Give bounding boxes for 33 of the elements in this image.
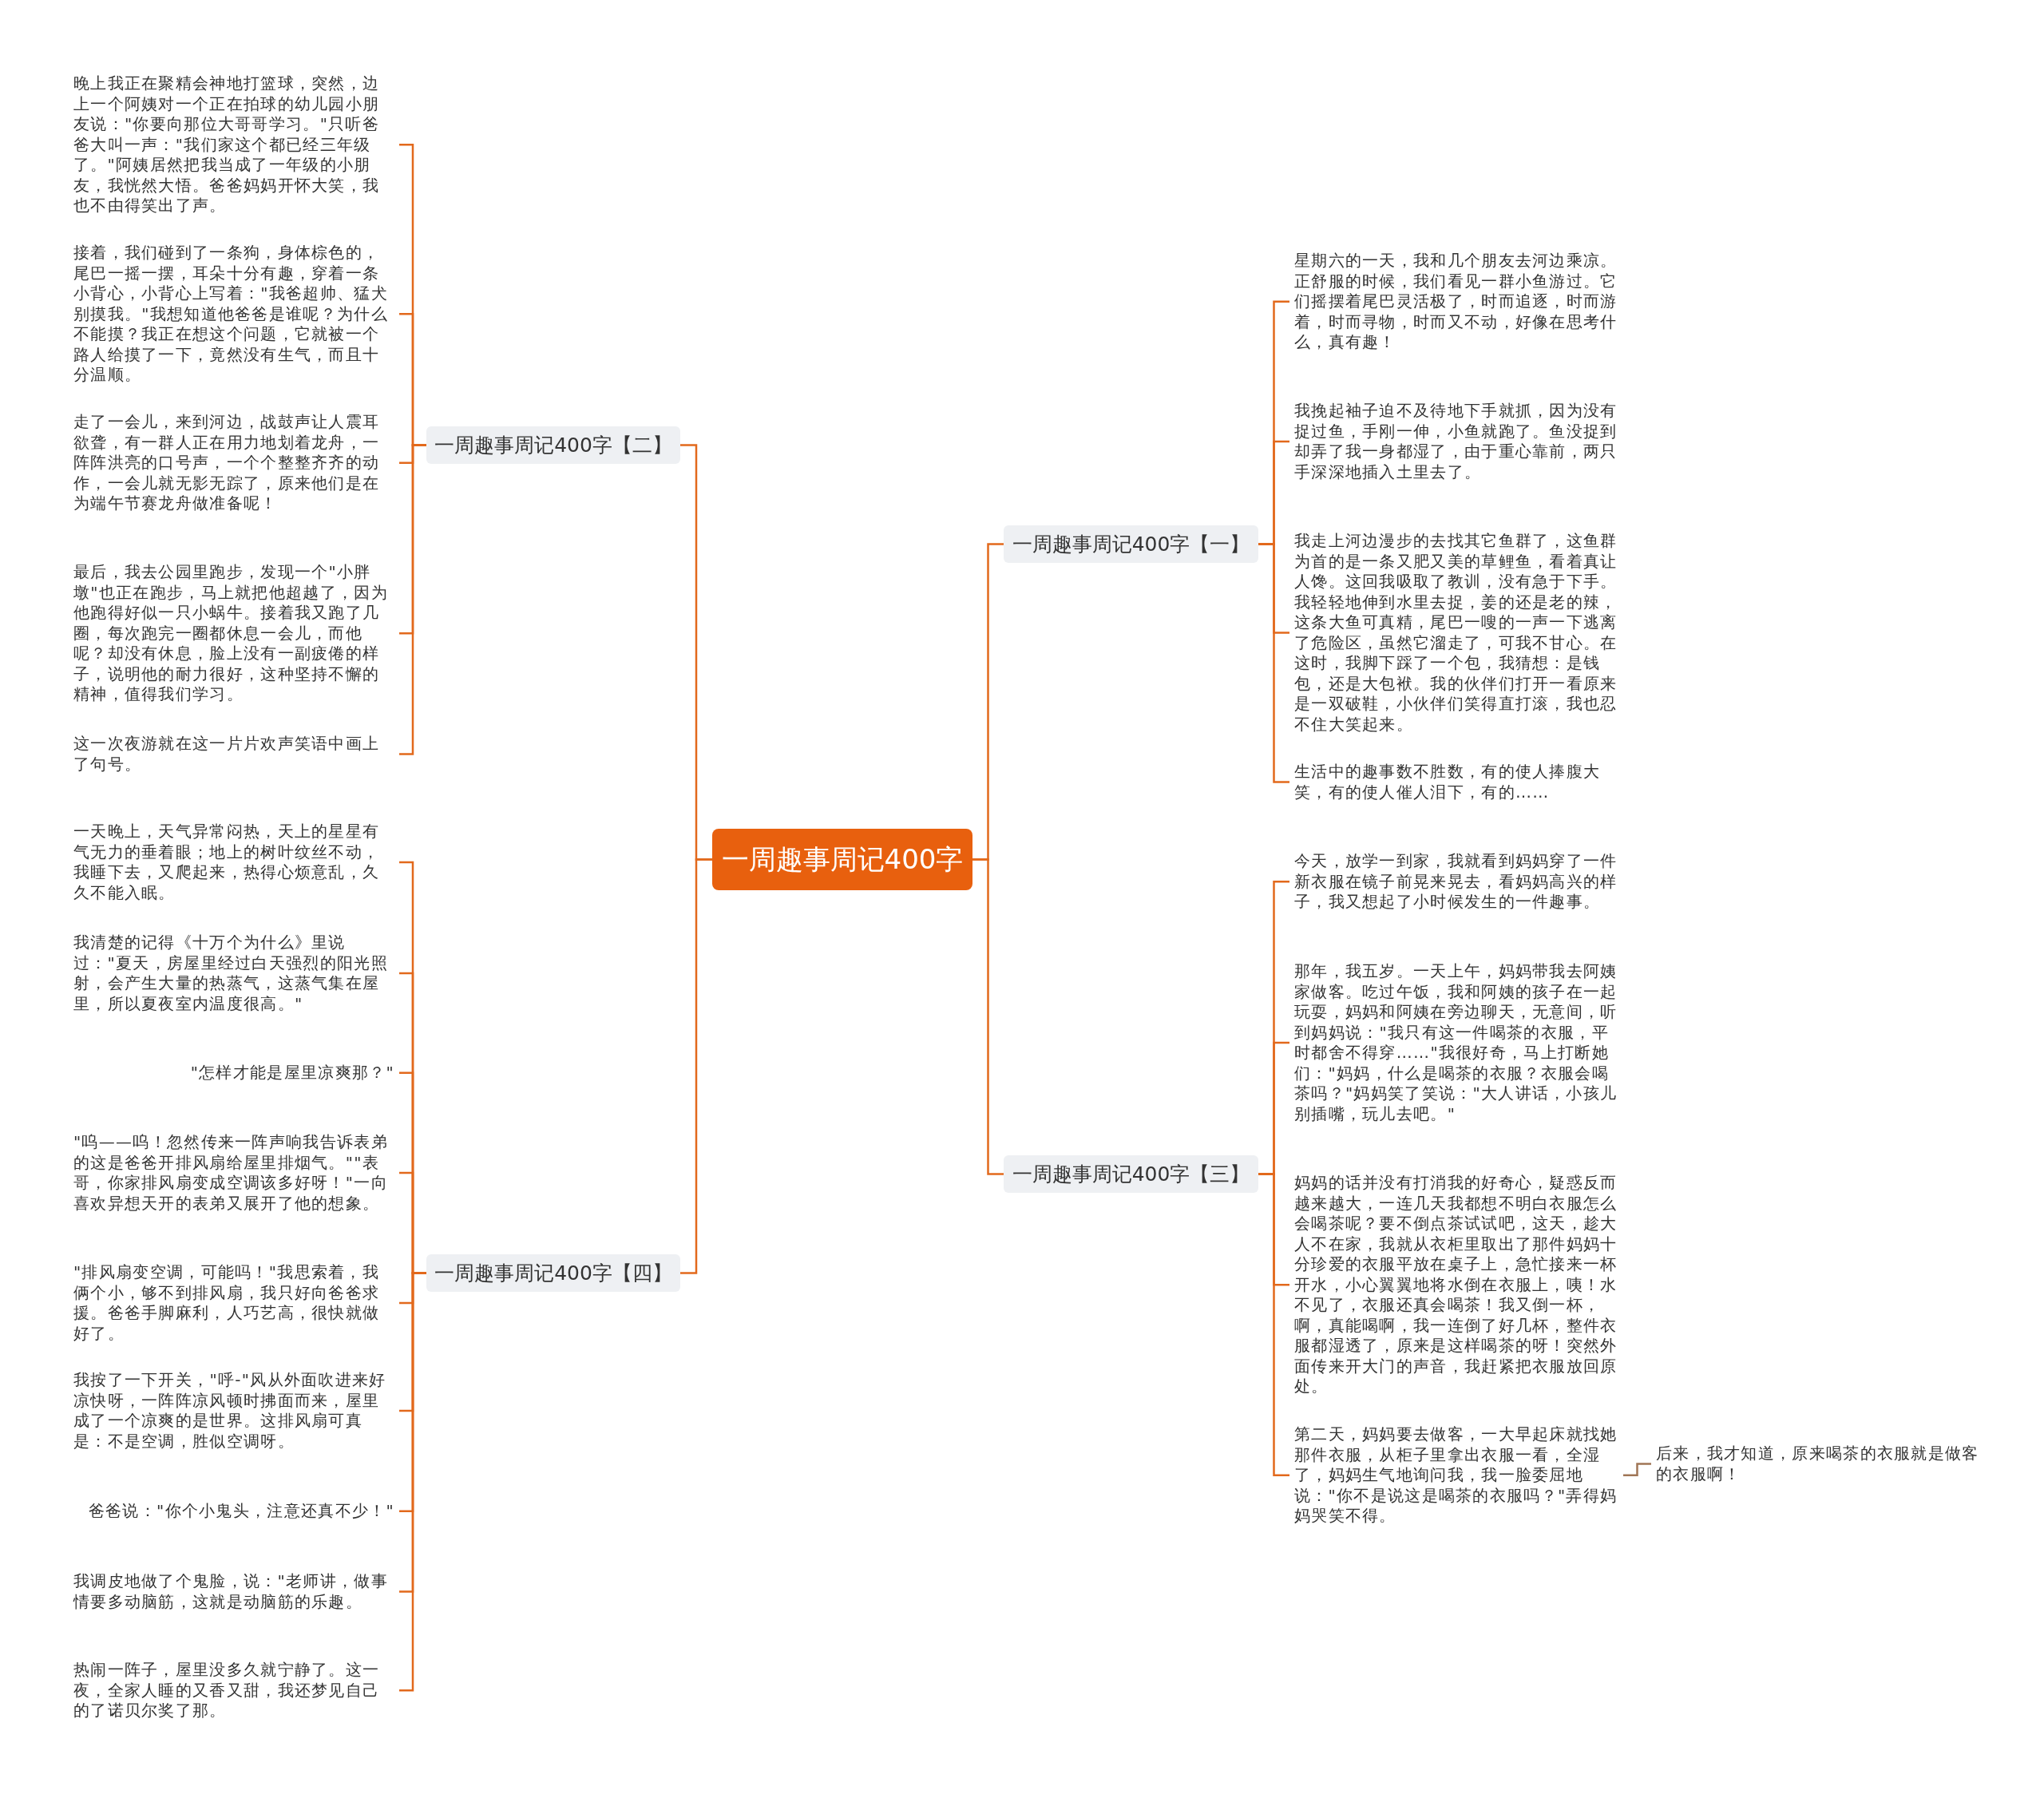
topic-box: 一周趣事周记400字【二】: [426, 426, 680, 464]
note-text: 后来，我才知道，原来喝茶的衣服就是做客的衣服啊！: [1651, 1444, 1987, 1484]
connector-line: [1258, 1173, 1289, 1476]
topic-box: 一周趣事周记400字【四】: [426, 1254, 680, 1292]
note-text: 妈妈的话并没有打消我的好奇心，疑惑反而越来越大，一连几天我都想不明白衣服怎么会喝茶呢？要不倒点茶试试吧，这天，趁大人不在家，我就从衣柜里取出了那件妈妈十分珍爱的衣服平放在桌子上，急忙接来一杯开水，小心翼翼地将水倒在衣服上，咦！水不见了，衣服还真会喝茶！我又倒一杯，啊，真能喝啊，我一连倒了好几杯，整件衣服都湿透了，原来是这样喝茶的呀！突然外面传来开大门的声音，我赶紧把衣服放回原处。: [1289, 1173, 1623, 1397]
note-text: 这一次夜游就在这一片片欢声笑语中画上了句号。: [69, 734, 399, 774]
note-text: 最后，我去公园里跑步，发现一个"小胖墩"也正在跑步，马上就把他超越了，因为他跑得好似一只小蜗牛。接着我又跑了几圈，每次跑完一圈都休息一会儿，而他呢？却没有休息，脸上没有一副疲倦的样子，说明他的耐力很好，这种坚持不懈的精神，值得我们学习。: [69, 562, 399, 705]
note-text: "呜——呜！忽然传来一阵声响我告诉表弟的这是爸爸开排风扇给屋里排烟气。""表哥，你家排风扇变成空调该多好呀！"一向喜欢异想天开的表弟又展开了他的想象。: [69, 1132, 399, 1214]
note-text: 爸爸说："你个小鬼头，注意还真不少！": [69, 1501, 399, 1522]
note-text: "排风扇变空调，可能吗！"我思索着，我俩个小，够不到排风扇，我只好向爸爸求援。爸爸手脚麻利，人巧艺高，很快就做好了。: [69, 1262, 399, 1344]
note-text: 我挽起袖子迫不及待地下手就抓，因为没有捉过鱼，手刚一伸，小鱼就跑了。鱼没捉到却弄了我一身都湿了，由于重心靠前，两只手深深地插入土里去了。: [1289, 401, 1623, 482]
note-text: 那年，我五岁。一天上午，妈妈带我去阿姨家做客。吃过午饭，我和阿姨的孩子在一起玩耍，妈妈和阿姨在旁边聊天，无意间，听到妈妈说："我只有这一件喝茶的衣服，平时都舍不得穿……"我很好奇，马上打断她们："妈妈，什么是喝茶的衣服？衣服会喝茶吗？"妈妈笑了笑说："大人讲话，小孩儿别插嘴，玩儿去吧。": [1289, 961, 1623, 1124]
connector-line: [972, 858, 1004, 1175]
note-text: 接着，我们碰到了一条狗，身体棕色的，尾巴一摇一摆，耳朵十分有趣，穿着一条小背心，小背心上写着："我爸超帅、猛犬别摸我。"我想知道他爸爸是谁呢？为什么不能摸？我正在想这个问题，它就被一个路人给摸了一下，竟然没有生气，而且十分温顺。: [69, 243, 399, 386]
note-text: 我清楚的记得《十万个为什么》里说过："夏天，房屋里经过白天强烈的阳光照射，会产生大量的热蒸气，这蒸气集在屋里，所以夏夜室内温度很高。": [69, 933, 399, 1014]
topic-box: 一周趣事周记400字【三】: [1004, 1155, 1258, 1193]
connector-line: [399, 444, 426, 755]
connector-line: [680, 858, 712, 1274]
note-text: 一天晚上，天气异常闷热，天上的星星有气无力的垂着眼；地上的树叶纹丝不动，我睡下去，又爬起来，热得心烦意乱，久久不能入眠。: [69, 822, 399, 903]
topic-box: 一周趣事周记400字【一】: [1004, 525, 1258, 563]
note-text: 第二天，妈妈要去做客，一大早起床就找她那件衣服，从柜子里拿出衣服一看，全湿了，妈妈生气地询问我，我一脸委屈地说："你不是说这是喝茶的衣服吗？"弄得妈妈哭笑不得。: [1289, 1424, 1623, 1527]
note-text: 热闹一阵子，屋里没多久就宁静了。这一夜，全家人睡的又香又甜，我还梦见自己的了诺贝尔奖了那。: [69, 1660, 399, 1721]
note-text: 生活中的趣事数不胜数，有的使人捧腹大笑，有的使人催人泪下，有的……: [1289, 762, 1623, 802]
note-text: 我按了一下开关，"呼-"风从外面吹进来好凉快呀，一阵阵凉风顿时拂面而来，屋里成了一个凉爽的是世界。这排风扇可真是：不是空调，胜似空调呀。: [69, 1370, 399, 1451]
note-text: 星期六的一天，我和几个朋友去河边乘凉。正舒服的时候，我们看见一群小鱼游过。它们摇摆着尾巴灵活极了，时而追逐，时而游着，时而寻物，时而又不动，好像在思考什么，真有趣！: [1289, 251, 1623, 353]
note-text: 我走上河边漫步的去找其它鱼群了，这鱼群为首的是一条又肥又美的草鲤鱼，看着真让人馋。这回我吸取了教训，没有急于下手。我轻轻地伸到水里去捉，姜的还是老的辣，这条大鱼可真精，尾巴一嗖的一声一下逃离了危险区，虽然它溜走了，可我不甘心。在这时，我脚下踩了一个包，我猜想：是钱包，还是大包袱。我的伙伴们打开一看原来是一双破鞋，小伙伴们笑得直打滚，我也忍不住大笑起来。: [1289, 531, 1623, 735]
note-text: 今天，放学一到家，我就看到妈妈穿了一件新衣服在镜子前晃来晃去，看妈妈高兴的样子，我又想起了小时候发生的一件趣事。: [1289, 851, 1623, 913]
note-text: 走了一会儿，来到河边，战鼓声让人震耳欲聋，有一群人正在用力地划着龙舟，一阵阵洪亮的口号声，一个个整整齐齐的动作，一会儿就无影无踪了，原来他们是在为端午节赛龙舟做准备呢！: [69, 412, 399, 514]
note-text: 我调皮地做了个鬼脸，说："老师讲，做事情要多动脑筋，这就是动脑筋的乐趣。: [69, 1571, 399, 1612]
note-text: "怎样才能是屋里凉爽那？": [69, 1063, 399, 1083]
connector-line: [1623, 1463, 1651, 1476]
central-topic: 一周趣事周记400字: [712, 829, 972, 890]
note-text: 晚上我正在聚精会神地打篮球，突然，边上一个阿姨对一个正在拍球的幼儿园小朋友说："你要向那位大哥哥学习。"只听爸爸大叫一声："我们家这个都已经三年级了。"阿姨居然把我当成了一年级的小朋友，我恍然大悟。爸爸妈妈开怀大笑，我也不由得笑出了声。: [69, 73, 399, 216]
